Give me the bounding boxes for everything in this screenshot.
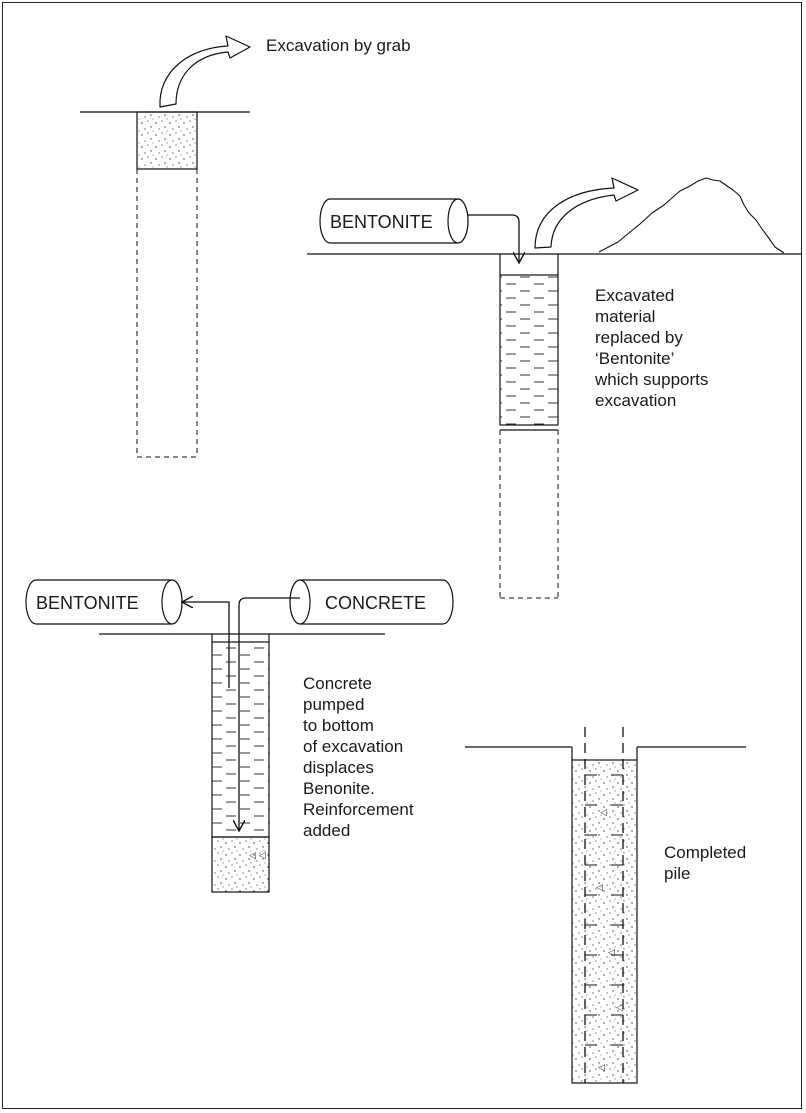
caption-line: Concrete [303, 674, 372, 693]
bentonite-tank-label: BENTONITE [330, 212, 433, 232]
concrete-at-base [211, 836, 270, 893]
caption-line: Completed [664, 843, 746, 862]
grab-soil-block [136, 111, 198, 170]
spoil-heap [598, 177, 785, 254]
svg-text:◁: ◁ [608, 948, 615, 958]
tremie-pipe [239, 597, 300, 830]
caption-line: displaces [303, 758, 374, 777]
concrete-tank: CONCRETE [289, 579, 454, 625]
curved-arrow-icon [159, 35, 251, 108]
caption-line: to bottom [303, 716, 374, 735]
bentonite-return-pipe [183, 602, 230, 688]
caption-line: of excavation [303, 737, 403, 756]
svg-text:◁: ◁ [596, 883, 603, 893]
caption-line: Excavated [595, 286, 674, 305]
svg-text:◁: ◁ [616, 1003, 623, 1013]
caption-line: pumped [303, 695, 364, 714]
stage-3-concrete-placement: BENTONITE CONCRETE ◁ ◁ Concrete pumped t… [25, 579, 454, 893]
pipe-arrow [468, 214, 519, 262]
caption-line: replaced by [595, 328, 683, 347]
caption-line: which supports [594, 370, 708, 389]
bentonite-filled-shaft [211, 641, 270, 838]
concrete-tank-label: CONCRETE [325, 593, 426, 613]
completed-pile-concrete [571, 759, 638, 1084]
svg-text:◁: ◁ [600, 808, 607, 818]
stage-3-caption: Concrete pumped to bottom of excavation … [303, 674, 418, 840]
stage-2-bentonite-support: BENTONITE Excavated material replaced by… [307, 177, 802, 599]
svg-text:◁: ◁ [598, 1063, 605, 1073]
bentonite-filled-shaft [499, 274, 559, 426]
reinforcement-links [585, 774, 623, 1046]
caption-line: excavation [595, 391, 676, 410]
bentonite-tank-left: BENTONITE [25, 579, 183, 625]
caption-line: ‘Bentonite’ [595, 349, 674, 368]
stage-1-excavation-by-grab: Excavation by grab [80, 35, 411, 458]
aggregate-marks: ◁ ◁ ◁ ◁ ◁ [596, 808, 623, 1073]
caption-line: pile [664, 864, 690, 883]
bentonite-tank-label: BENTONITE [36, 593, 139, 613]
stage-4-caption: Completed pile [664, 843, 751, 883]
stage-4-completed-pile: ◁ ◁ ◁ ◁ ◁ Completed pile [465, 727, 751, 1084]
caption-line: material [595, 307, 655, 326]
caption-line: added [303, 821, 350, 840]
caption-line: Benonite. [303, 779, 375, 798]
stage-1-caption: Excavation by grab [266, 36, 411, 55]
bentonite-tank: BENTONITE [319, 198, 469, 244]
aggregate-mark: ◁ ◁ [249, 851, 266, 861]
curved-arrow-icon [534, 177, 639, 249]
stage-2-caption: Excavated material replaced by ‘Bentonit… [594, 286, 713, 410]
caption-line: Reinforcement [303, 800, 414, 819]
